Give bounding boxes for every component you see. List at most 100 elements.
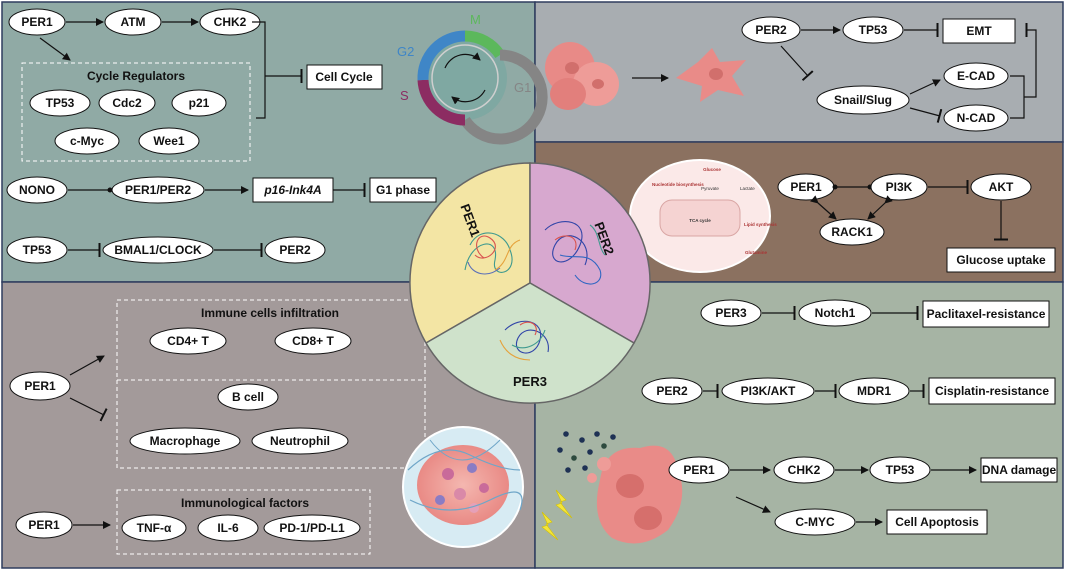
label-neutrophil: Neutrophil xyxy=(270,434,330,448)
label-macrophage: Macrophage xyxy=(150,434,221,448)
label-cycle-m: M xyxy=(470,12,481,27)
node-atm xyxy=(104,8,162,36)
label-apoptosis: Cell Apoptosis xyxy=(895,515,979,529)
cell-cycle-ring: M G1 G2 S xyxy=(397,12,548,145)
label-per1-immune: PER1 xyxy=(24,379,56,393)
link-per1-rack1 xyxy=(810,195,837,220)
node-il6 xyxy=(197,514,259,542)
label-g1-phase: G1 phase xyxy=(376,183,430,197)
node-cisplatin xyxy=(928,377,1056,405)
label-cell-cycle: Cell Cycle xyxy=(315,70,373,84)
node-per3 xyxy=(700,299,762,327)
label-per2: PER2 xyxy=(279,243,311,257)
node-wee1 xyxy=(138,127,200,155)
node-notch1 xyxy=(798,299,872,327)
label-cell-glucose: Glucose xyxy=(703,167,721,172)
label-pi3k: PI3K xyxy=(886,180,913,194)
node-p21 xyxy=(171,89,227,117)
label-cd4: CD4+ T xyxy=(167,334,209,348)
label-emt: EMT xyxy=(966,24,992,38)
node-per1-per2 xyxy=(111,176,205,204)
label-per2-resist: PER2 xyxy=(656,384,688,398)
label-pi3k-akt: PI3K/AKT xyxy=(741,384,796,398)
label-bmal1-clock: BMAL1/CLOCK xyxy=(114,243,202,257)
label-akt: AKT xyxy=(989,180,1014,194)
node-per1-dna xyxy=(668,456,730,484)
label-wee1: Wee1 xyxy=(153,134,184,148)
label-p16: p16-Ink4A xyxy=(263,183,321,197)
node-g1-phase xyxy=(369,177,437,203)
label-cmyc-dna: C-MYC xyxy=(795,515,835,529)
label-cmyc: c-Myc xyxy=(70,134,104,148)
node-per2-emt xyxy=(741,16,801,44)
label-per1: PER1 xyxy=(21,15,53,29)
label-tp53-b: TP53 xyxy=(23,243,52,257)
label-p21: p21 xyxy=(189,96,210,110)
node-mdr1 xyxy=(838,377,910,405)
label-dna-damage: DNA damage xyxy=(982,463,1057,477)
epithelial-cells-illustration xyxy=(545,42,619,110)
node-cell-cycle xyxy=(306,64,383,90)
node-cd8 xyxy=(274,327,352,355)
label-nono: NONO xyxy=(19,183,55,197)
label-cycle-s: S xyxy=(400,88,409,103)
node-pd1 xyxy=(263,514,361,542)
glucose-pathway: Glucose Lactate Pyruvate TCA cycle Lipid… xyxy=(629,159,1056,273)
node-per1-immune xyxy=(9,371,71,401)
label-per3: PER3 xyxy=(715,306,747,320)
immune-pathway: Immune cells infiltration CD4+ T CD8+ T … xyxy=(9,299,524,555)
label-cycle-g1: G1 xyxy=(514,80,531,95)
arrow-snail-ecad xyxy=(909,79,941,95)
label-cycle-g2: G2 xyxy=(397,44,414,59)
label-ncad: N-CAD xyxy=(957,111,996,125)
node-rack1 xyxy=(819,218,885,246)
emt-pathway: PER2 TP53 EMT Snail/Slug E-CAD N-CAD xyxy=(545,16,1037,132)
label-glucose-uptake: Glucose uptake xyxy=(956,253,1046,267)
node-cdc2 xyxy=(98,89,156,117)
arrow-per1-tcells xyxy=(69,355,105,376)
node-per2 xyxy=(264,236,326,264)
node-emt xyxy=(942,18,1016,44)
cell-cycle-pathway: PER1 ATM CHK2 Cycle Regulators TP53 Cdc2… xyxy=(6,8,548,264)
sector-per3 xyxy=(424,282,636,404)
bracket-cell-cycle xyxy=(252,21,266,119)
label-cell-nucleotide: Nucleotide biosynthesis xyxy=(652,182,704,187)
inhibit-ncad xyxy=(909,107,943,123)
label-cd8: CD8+ T xyxy=(292,334,334,348)
label-center-per3: PER3 xyxy=(513,374,547,389)
label-tnf: TNF-α xyxy=(137,521,172,535)
node-bcell xyxy=(217,383,279,411)
node-paclitaxel xyxy=(922,300,1050,328)
node-cmyc-dna xyxy=(774,508,856,536)
label-paclitaxel: Paclitaxel-resistance xyxy=(927,307,1046,321)
link-pi3k-rack1 xyxy=(867,195,893,220)
node-tnf xyxy=(121,514,187,542)
node-per2-resist xyxy=(641,377,703,405)
resistance-pathway: PER3 Notch1 Paclitaxel-resistance PER2 P… xyxy=(541,299,1058,544)
label-cell-tca: TCA cycle xyxy=(689,218,711,223)
label-ecad: E-CAD xyxy=(957,69,995,83)
label-rack1: RACK1 xyxy=(831,225,873,239)
mesenchymal-cells-illustration xyxy=(676,48,746,102)
node-pi3k-akt xyxy=(721,377,815,405)
label-chk2: CHK2 xyxy=(214,15,247,29)
node-per1-factors xyxy=(15,511,73,539)
node-apoptosis xyxy=(886,509,988,535)
protein-structure-per1 xyxy=(464,232,521,275)
inhibit-emt-feedback xyxy=(1024,23,1037,98)
cycle-regulators-title: Cycle Regulators xyxy=(87,69,185,83)
label-per1-dna: PER1 xyxy=(683,463,715,477)
label-cdc2: Cdc2 xyxy=(112,96,142,110)
node-cd4 xyxy=(149,327,227,355)
label-mdr1: MDR1 xyxy=(857,384,891,398)
node-dna-damage xyxy=(980,457,1058,483)
node-tp53 xyxy=(29,89,91,117)
label-cell-lactate: Lactate xyxy=(740,186,755,191)
node-ecad xyxy=(943,62,1009,90)
label-per1-per2: PER1/PER2 xyxy=(125,183,191,197)
cycle-regulators-box xyxy=(21,62,251,162)
node-bmal1-clock xyxy=(102,236,214,264)
label-tp53: TP53 xyxy=(46,96,75,110)
node-per1 xyxy=(8,8,66,36)
